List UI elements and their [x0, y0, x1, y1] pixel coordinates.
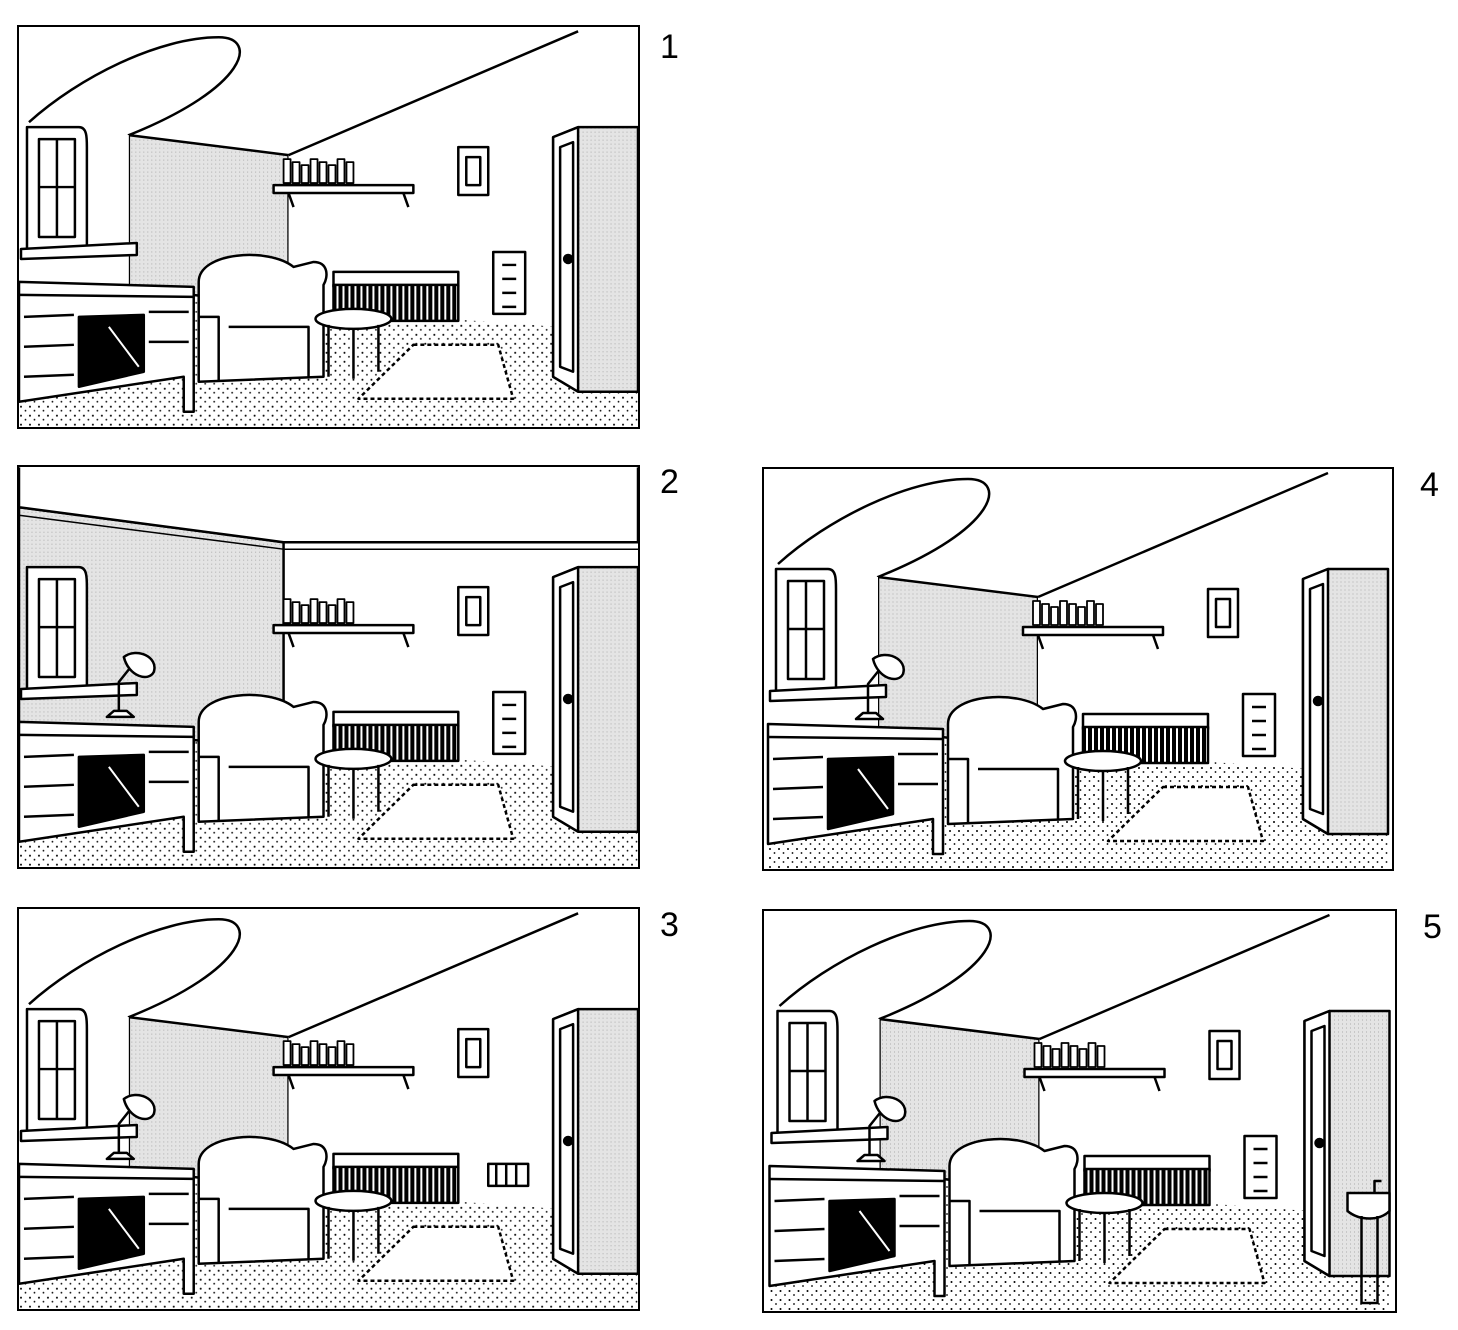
sloped-ceiling — [778, 913, 1330, 1041]
desk — [768, 1164, 946, 1298]
book-shelf — [272, 598, 415, 648]
nightstand — [491, 250, 527, 316]
window — [768, 567, 888, 703]
window — [19, 1007, 139, 1143]
book-shelf — [1021, 600, 1165, 650]
side-table — [1065, 1191, 1144, 1263]
desk — [766, 722, 945, 856]
desk-lamp — [856, 1095, 907, 1163]
rug — [357, 343, 515, 400]
panel-number-1: 1 — [660, 28, 679, 66]
illustration-panel-4 — [762, 467, 1394, 871]
bed — [1081, 712, 1210, 765]
window — [19, 125, 139, 261]
wardrobe — [551, 125, 638, 393]
desk-lamp — [105, 651, 156, 719]
rug — [357, 1225, 515, 1282]
nightstand — [1243, 1134, 1278, 1200]
bed — [332, 270, 460, 323]
side-table — [1063, 749, 1143, 821]
book-shelf — [272, 1040, 415, 1090]
nightstand — [1241, 692, 1277, 758]
book-shelf — [1023, 1042, 1166, 1092]
sloped-ceiling — [28, 912, 579, 1039]
side-table — [314, 1189, 393, 1261]
panel-number-4: 4 — [1420, 466, 1439, 504]
picture-frame — [457, 145, 490, 197]
desk — [19, 1162, 195, 1295]
panel-number-3: 3 — [660, 906, 679, 944]
armchair — [948, 1137, 1079, 1268]
wardrobe — [1301, 567, 1390, 836]
small-heater — [486, 1162, 530, 1188]
armchair — [946, 695, 1078, 826]
nightstand — [491, 690, 527, 756]
rug — [357, 783, 515, 840]
picture-frame — [1206, 587, 1240, 639]
panel-number-5: 5 — [1423, 908, 1442, 946]
picture-frame — [457, 1027, 490, 1079]
rug — [1108, 1227, 1266, 1285]
illustration-panel-3 — [17, 907, 640, 1311]
window — [770, 1009, 889, 1145]
armchair — [197, 693, 328, 823]
desk — [19, 280, 195, 413]
illustration-panel-1 — [17, 25, 640, 429]
illustration-panel-5 — [762, 909, 1397, 1313]
desk-lamp — [105, 1093, 156, 1161]
picture-frame — [1208, 1029, 1241, 1081]
side-table — [314, 747, 393, 819]
window — [19, 565, 139, 701]
rug — [1106, 785, 1265, 843]
armchair — [197, 1135, 328, 1265]
desk — [19, 720, 195, 853]
bed — [332, 1152, 460, 1205]
wardrobe — [551, 565, 638, 833]
picture-frame — [457, 585, 490, 637]
panel-number-2: 2 — [660, 463, 679, 501]
desk-lamp — [854, 653, 905, 721]
wardrobe — [551, 1007, 638, 1275]
washbasin — [1346, 1179, 1391, 1305]
sloped-ceiling — [777, 471, 1329, 599]
sloped-ceiling — [28, 30, 579, 157]
book-shelf — [272, 158, 415, 208]
flat-ceiling — [19, 467, 638, 544]
side-table — [314, 307, 393, 379]
illustration-panel-2 — [17, 465, 640, 869]
armchair — [197, 253, 328, 383]
